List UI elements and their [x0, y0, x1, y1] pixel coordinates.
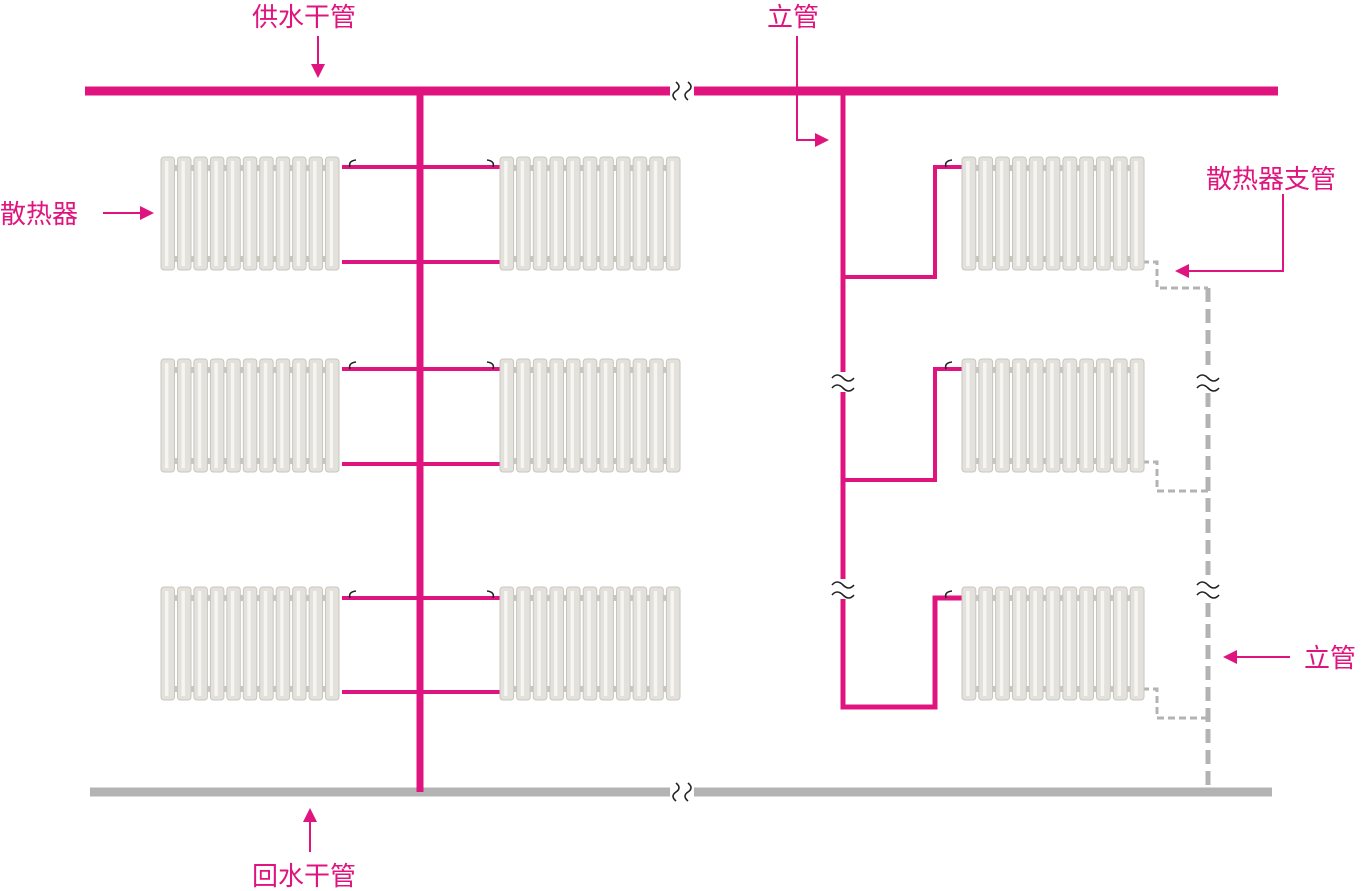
arrow-icon — [303, 808, 317, 852]
radiator — [499, 358, 681, 473]
left-branch-pipes — [342, 165, 500, 694]
radiator-group — [160, 156, 1145, 701]
radiator — [499, 586, 681, 701]
return-main-label: 回水干管 — [252, 862, 356, 891]
radiator — [160, 156, 340, 271]
arrow-icon — [1175, 194, 1284, 278]
riser-top-label: 立管 — [767, 3, 819, 33]
radiator — [961, 586, 1145, 701]
right-riser-pipe — [840, 91, 964, 710]
pipe-break-icon — [830, 372, 1221, 599]
riser-right-label: 立管 — [1304, 644, 1356, 674]
radiator — [961, 358, 1145, 473]
radiator-outlet-pipes — [1142, 260, 1208, 720]
arrow-icon — [311, 36, 325, 78]
valve-icon — [944, 159, 953, 599]
pipe-break-icon — [670, 78, 694, 104]
pipe-break-icon — [670, 779, 694, 805]
radiator-branch-label: 散热器支管 — [1206, 165, 1336, 195]
radiator — [499, 156, 681, 271]
radiator — [961, 156, 1145, 271]
arrow-icon — [103, 206, 154, 220]
radiator — [160, 358, 340, 473]
valve-icon — [348, 159, 495, 599]
radiator-label: 散热器 — [0, 200, 78, 230]
arrow-icon — [796, 36, 829, 147]
right-branch-pipe — [843, 367, 964, 482]
radiator — [160, 586, 340, 701]
supply-main-label: 供水干管 — [252, 3, 356, 33]
arrow-icon — [1223, 650, 1290, 664]
right-branch-pipe — [843, 165, 964, 279]
